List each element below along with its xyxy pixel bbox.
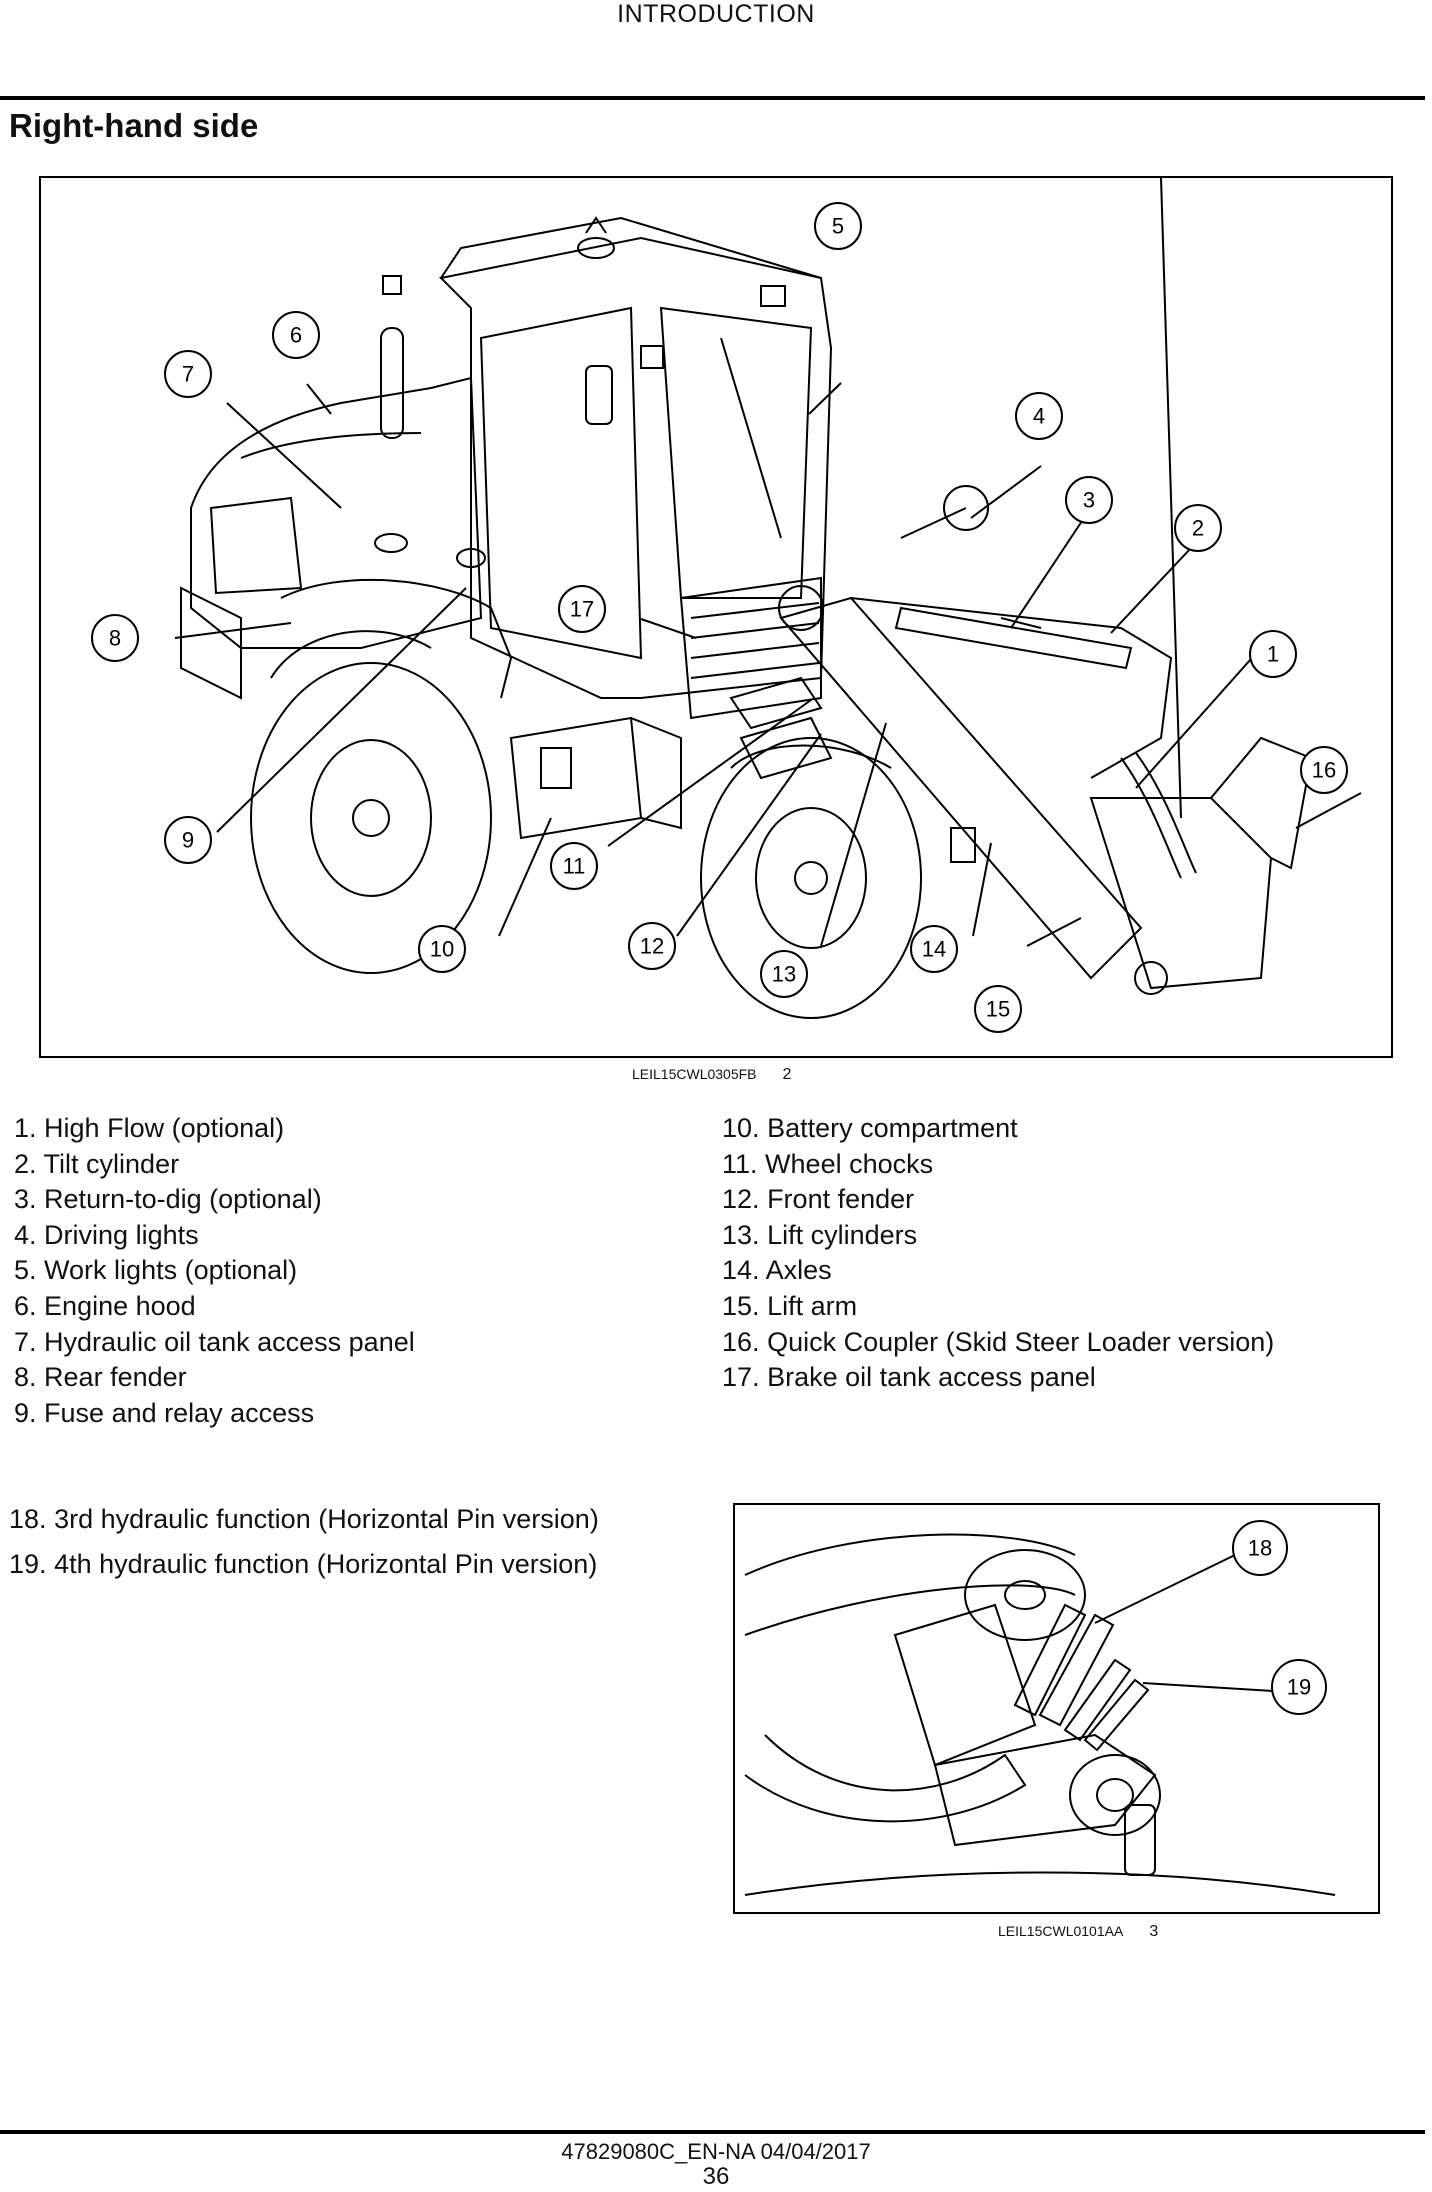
legend-item: 2. Tilt cylinder xyxy=(14,1148,180,1179)
svg-text:6: 6 xyxy=(290,323,302,348)
callout-leaders xyxy=(174,382,1362,947)
callout-7: 7 xyxy=(164,350,212,398)
callouts: 1 2 3 4 5 6 7 8 9 10 11 12 13 14 15 16 1… xyxy=(91,202,1348,1033)
legend-item: 6. Engine hood xyxy=(14,1290,196,1321)
legend-hydraulic: 18. 3rd hydraulic function (Horizontal P… xyxy=(9,1497,599,1587)
callout-13: 13 xyxy=(760,950,808,998)
svg-text:1: 1 xyxy=(1267,642,1279,667)
legend-item: 10. Battery compartment xyxy=(722,1113,1018,1143)
svg-text:19: 19 xyxy=(1287,1675,1311,1700)
legend-item: 17. Brake oil tank access panel xyxy=(722,1362,1096,1393)
callout-4: 4 xyxy=(1015,392,1063,440)
coupler-illustration: 18 19 xyxy=(744,1520,1336,1896)
coupler-line-drawing xyxy=(744,1533,1336,1896)
figure2-ref-code: LEIL15CWL0101AA xyxy=(998,1923,1124,1939)
callout-16: 16 xyxy=(1300,746,1348,794)
legend-item: 7. Hydraulic oil tank access panel xyxy=(14,1326,415,1357)
legend-item: 8. Rear fender xyxy=(14,1362,187,1393)
legend-item: 15. Lift arm xyxy=(722,1290,858,1321)
footer-doc-id: 47829080C_EN-NA 04/04/2017 xyxy=(561,2139,871,2164)
callout-2: 2 xyxy=(1174,504,1222,552)
legend-right: 10. Battery compartment 11. Wheel chocks… xyxy=(722,1111,1274,1396)
callout-10: 10 xyxy=(418,925,466,973)
svg-text:15: 15 xyxy=(986,997,1010,1022)
callout-5: 5 xyxy=(814,202,862,250)
callout-11: 11 xyxy=(550,842,598,890)
svg-text:17: 17 xyxy=(570,597,594,622)
legend-item: 1. High Flow (optional) xyxy=(14,1113,285,1143)
svg-text:2: 2 xyxy=(1192,516,1204,541)
svg-text:5: 5 xyxy=(832,214,844,239)
legend-item: 5. Work lights (optional) xyxy=(14,1255,298,1286)
callout-6: 6 xyxy=(272,311,320,359)
figure1-ref-code: LEIL15CWL0305FB xyxy=(632,1066,757,1082)
legend-item: 16. Quick Coupler (Skid Steer Loader ver… xyxy=(722,1326,1275,1357)
svg-text:8: 8 xyxy=(109,626,121,651)
figure2-number: 3 xyxy=(1149,1923,1159,1940)
legend-item: 9. Fuse and relay access xyxy=(14,1397,315,1428)
footer-page-number: 36 xyxy=(702,2163,730,2190)
legend-item: 3. Return-to-dig (optional) xyxy=(14,1184,322,1215)
footer-rule xyxy=(0,2130,1425,2134)
legend-item: 14. Axles xyxy=(722,1255,832,1286)
loader-figure: 1 2 3 4 5 6 7 8 9 10 11 12 13 14 15 16 1… xyxy=(39,176,1393,1058)
callout-15: 15 xyxy=(974,985,1022,1033)
legend-item: 18. 3rd hydraulic function (Horizontal P… xyxy=(9,1504,599,1534)
svg-text:16: 16 xyxy=(1312,758,1336,783)
svg-text:13: 13 xyxy=(772,962,796,987)
callout-19: 19 xyxy=(1271,1659,1327,1715)
legend-item: 13. Lift cylinders xyxy=(722,1219,918,1250)
callout-12: 12 xyxy=(628,922,676,970)
callout-8: 8 xyxy=(91,614,139,662)
svg-text:12: 12 xyxy=(640,934,664,959)
callout-18: 18 xyxy=(1232,1520,1288,1576)
figure1-ref: LEIL15CWL0305FB 2 xyxy=(632,1066,791,1084)
legend-left: 1. High Flow (optional) 2. Tilt cylinder… xyxy=(14,1111,415,1431)
callout-1: 1 xyxy=(1249,630,1297,678)
svg-text:11: 11 xyxy=(563,854,586,879)
loader-illustration: 1 2 3 4 5 6 7 8 9 10 11 12 13 14 15 16 1… xyxy=(91,178,1362,1033)
section-title: Right-hand side xyxy=(9,107,259,144)
legend-item: 4. Driving lights xyxy=(14,1219,199,1250)
svg-text:7: 7 xyxy=(182,362,194,387)
legend-item: 19. 4th hydraulic function (Horizontal P… xyxy=(9,1549,598,1579)
svg-text:9: 9 xyxy=(182,828,194,853)
svg-text:10: 10 xyxy=(430,937,454,962)
callout-9: 9 xyxy=(164,816,212,864)
coupler-figure: 18 19 xyxy=(733,1503,1380,1914)
callout-3: 3 xyxy=(1065,476,1113,524)
header-rule xyxy=(0,96,1425,100)
page-header: INTRODUCTION xyxy=(617,0,815,28)
svg-text:4: 4 xyxy=(1033,404,1045,429)
callout-17: 17 xyxy=(558,585,606,633)
loader-line-drawing xyxy=(180,178,1313,1019)
callout-14: 14 xyxy=(910,925,958,973)
legend-item: 12. Front fender xyxy=(722,1184,915,1215)
svg-text:18: 18 xyxy=(1248,1536,1272,1561)
figure2-ref: LEIL15CWL0101AA 3 xyxy=(998,1923,1158,1941)
figure1-number: 2 xyxy=(782,1066,792,1083)
svg-text:14: 14 xyxy=(922,937,946,962)
svg-text:3: 3 xyxy=(1083,488,1095,513)
legend-item: 11. Wheel chocks xyxy=(722,1148,934,1179)
coupler-leaders xyxy=(1094,1553,1274,1692)
